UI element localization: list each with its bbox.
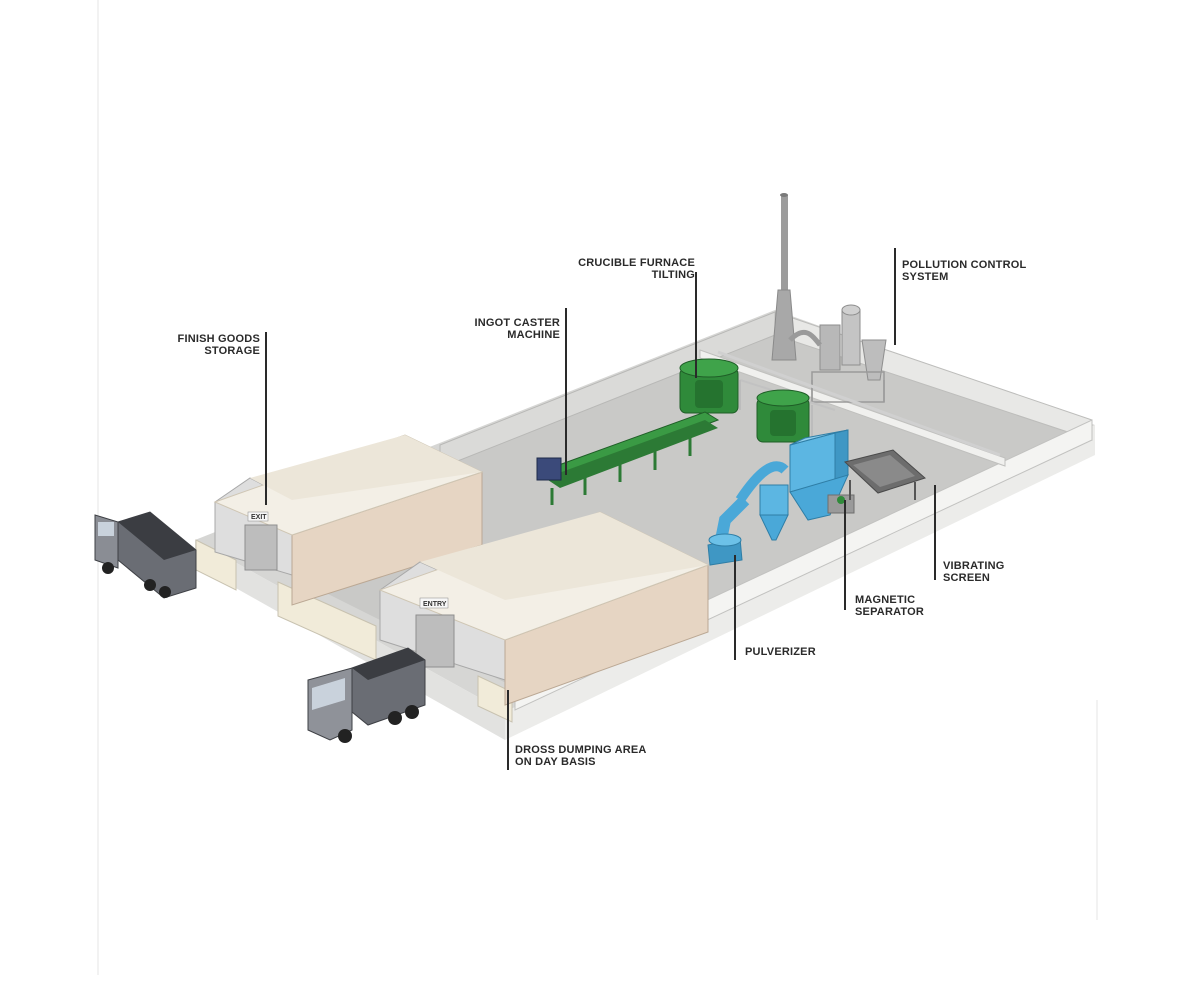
label-line: SYSTEM: [902, 271, 949, 283]
label-line: DROSS DUMPING AREA: [515, 744, 647, 756]
callout-leader-lines: [265, 248, 936, 770]
label-line: MAGNETIC: [855, 594, 916, 606]
ingot-caster-machine: [536, 411, 720, 505]
magnetic-separator-unit: [827, 494, 855, 514]
pulverizer-machine: [707, 495, 750, 566]
vibrating-screen-unit: [843, 449, 926, 500]
label-line: TILTING: [651, 269, 695, 281]
label-line: FINISH GOODS: [177, 333, 260, 345]
label-line: VIBRATING: [943, 560, 1005, 572]
label-vibrating-screen: VIBRATING SCREEN: [943, 560, 1004, 584]
label-magnetic-separator: MAGNETIC SEPARATOR: [855, 594, 924, 618]
label-pulverizer: PULVERIZER: [745, 646, 816, 658]
entry-shed: ENTRY: [378, 511, 710, 706]
cyclone-blue: [735, 461, 789, 541]
label-dross-dumping-area: DROSS DUMPING AREA ON DAY BASIS: [515, 744, 647, 768]
label-line: POLLUTION CONTROL: [902, 259, 1027, 271]
exit-sign: EXIT: [251, 514, 267, 521]
finish-goods-storage-shed: EXIT: [213, 434, 484, 606]
label-finish-goods-storage: FINISH GOODS STORAGE: [150, 333, 260, 357]
truck-bottom: [307, 647, 426, 743]
label-line: SCREEN: [943, 572, 991, 584]
label-line: MACHINE: [507, 329, 560, 341]
bag-filter-blue: [789, 429, 849, 521]
label-line: INGOT CASTER: [474, 317, 560, 329]
truck-left: [94, 511, 197, 599]
label-line: PULVERIZER: [745, 646, 816, 658]
label-line: ON DAY BASIS: [515, 756, 596, 768]
label-crucible-furnace-tilting: CRUCIBLE FURNACE TILTING: [560, 257, 695, 281]
crucible-furnace-1: [679, 358, 739, 414]
label-line: STORAGE: [204, 345, 260, 357]
label-ingot-caster-machine: INGOT CASTER MACHINE: [445, 317, 560, 341]
label-line: CRUCIBLE FURNACE: [578, 257, 695, 269]
crucible-furnace-2: [756, 389, 810, 443]
chimney-stack: [771, 193, 797, 361]
label-line: SEPARATOR: [855, 606, 925, 618]
entry-sign: ENTRY: [423, 601, 447, 608]
pollution-control-system: [788, 304, 887, 403]
label-pollution-control-system: POLLUTION CONTROL SYSTEM: [902, 259, 1026, 283]
